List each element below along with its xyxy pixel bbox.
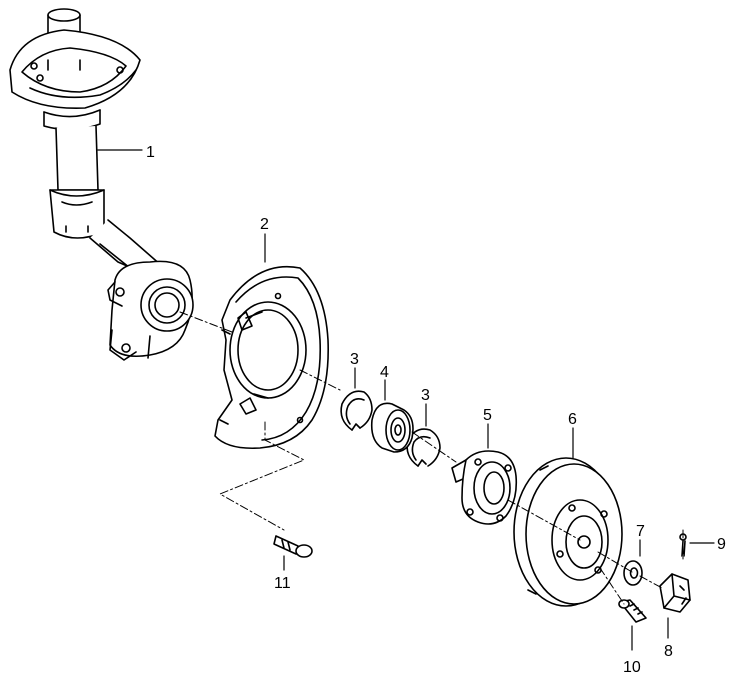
callout-11: 11: [274, 575, 291, 592]
callout-2: 2: [260, 216, 269, 233]
callout-4: 4: [380, 364, 389, 381]
callout-9: 9: [717, 536, 726, 553]
callout-7: 7: [636, 523, 645, 540]
castle-nut: [659, 573, 691, 639]
callout-10: 10: [623, 659, 641, 676]
callout-3-inner: 3: [350, 351, 359, 368]
thrust-washer: [623, 539, 643, 586]
cotter-pin: [679, 533, 715, 557]
shield-bolt: [273, 535, 313, 571]
circlip-inner: [340, 367, 373, 431]
strut-assembly: [9, 8, 194, 361]
brake-disc: [513, 427, 623, 607]
splash-shield: [214, 233, 329, 450]
callout-8: 8: [664, 643, 673, 660]
circlip-outer: [406, 403, 441, 467]
callout-5: 5: [483, 407, 492, 424]
wheel-bearing: [370, 379, 414, 453]
wheel-hub: [451, 423, 518, 525]
callout-6: 6: [568, 411, 577, 428]
wheel-bolt: [618, 599, 647, 651]
callout-1: 1: [146, 144, 155, 161]
assembly-axis-lines: [179, 311, 684, 605]
callout-3-outer: 3: [421, 387, 430, 404]
callout-labels: 1 2 3 4 3 5 6 7 8 9 10 11: [146, 144, 726, 676]
